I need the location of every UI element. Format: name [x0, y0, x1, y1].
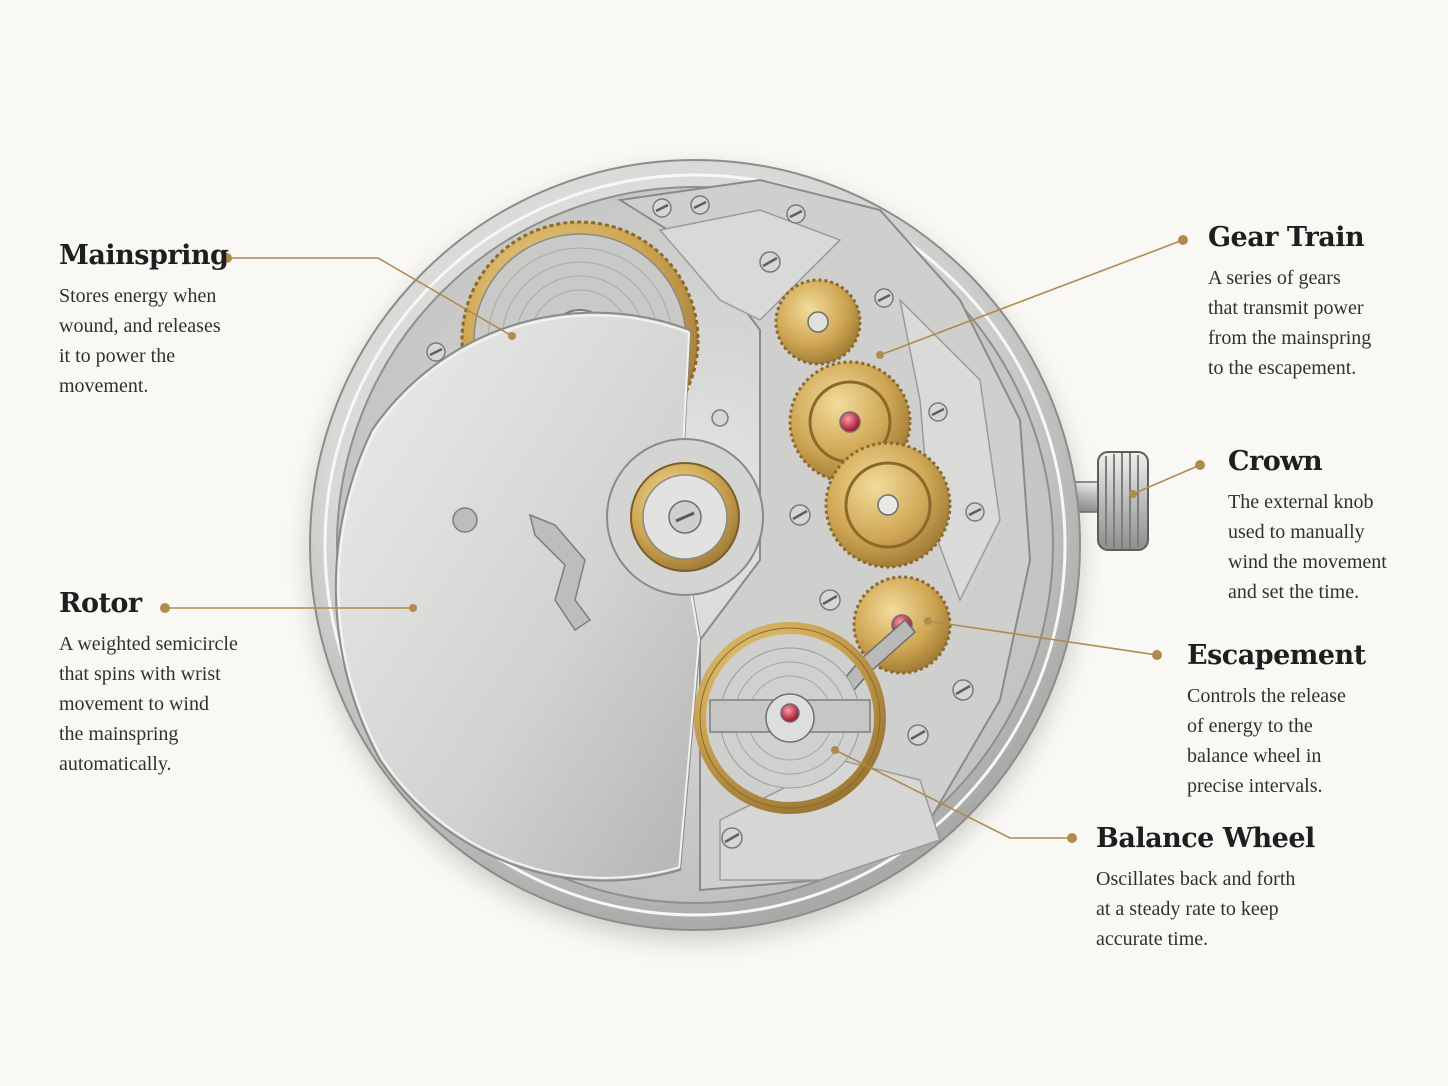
callout-escapement: Escapement Controls the release of energ… — [1187, 640, 1366, 801]
callout-title: Crown — [1228, 446, 1323, 477]
leader-dots — [160, 235, 1205, 843]
leader-gear-train — [879, 239, 1184, 356]
callout-mainspring: Mainspring Stores energy when wound, and… — [59, 240, 229, 401]
callout-title: Gear Train — [1208, 222, 1365, 253]
leader-balance-wheel — [834, 749, 1072, 839]
rotor — [334, 311, 702, 882]
rotor-hub — [606, 438, 764, 596]
callout-description: A series of gears that transmit power fr… — [1208, 267, 1372, 379]
callout-rotor: Rotor A weighted semicircle that spins w… — [59, 588, 238, 779]
callout-title: Mainspring — [59, 240, 229, 271]
leader-lines — [165, 239, 1201, 839]
gear-train — [774, 278, 952, 569]
callout-description: The external knob used to manually wind … — [1228, 491, 1387, 603]
leader-crown — [1132, 464, 1201, 495]
callout-balance-wheel: Balance Wheel Oscillates back and forth … — [1096, 823, 1315, 954]
callout-title: Balance Wheel — [1096, 823, 1315, 854]
balance-wheel — [694, 622, 886, 814]
callout-description: Stores energy when wound, and releases i… — [59, 285, 221, 397]
leader-mainspring — [227, 257, 513, 337]
callout-title: Rotor — [59, 588, 142, 619]
callout-title: Escapement — [1187, 640, 1366, 671]
callout-description: Controls the release of energy to the ba… — [1187, 685, 1346, 797]
callout-crown: Crown The external knob used to manually… — [1228, 446, 1387, 607]
leader-escapement — [927, 620, 1158, 656]
callout-description: A weighted semicircle that spins with wr… — [59, 633, 238, 775]
callout-gear-train: Gear Train A series of gears that transm… — [1208, 222, 1371, 383]
callout-description: Oscillates back and forth at a steady ra… — [1096, 868, 1296, 950]
